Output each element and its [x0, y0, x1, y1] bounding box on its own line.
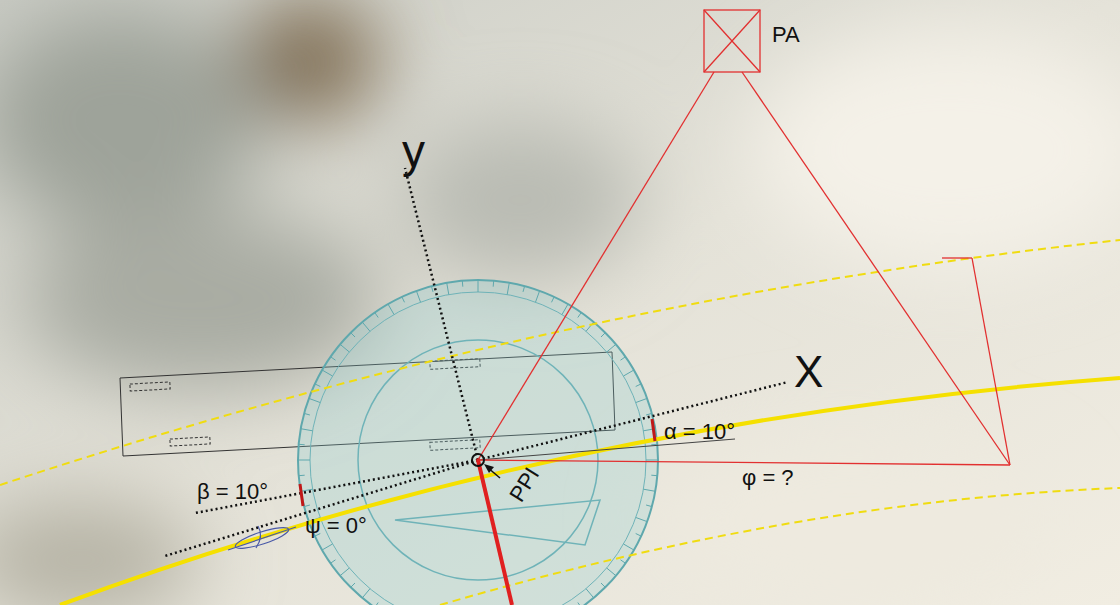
corridor-edge	[440, 488, 1120, 605]
protractor-tick	[375, 603, 378, 605]
protractor-tick	[431, 286, 433, 292]
protractor-tick	[299, 475, 305, 477]
heading-line	[478, 460, 512, 605]
protractor-tick	[388, 304, 394, 314]
angle-construction	[478, 10, 1010, 465]
protractor-tick	[586, 589, 594, 598]
protractor-tick	[636, 518, 647, 522]
protractor-tick	[304, 505, 310, 507]
protractor-tick	[578, 313, 581, 318]
protractor-tick	[646, 413, 652, 415]
protractor-tick	[402, 297, 405, 302]
axis-label: y	[402, 128, 425, 174]
protractor-tick	[607, 568, 616, 576]
protractor-tick	[607, 344, 616, 352]
protractor-tick	[651, 475, 657, 477]
protractor-tick	[624, 544, 634, 550]
protractor-tick	[331, 560, 336, 563]
protractor-tick	[351, 583, 355, 587]
protractor-tick	[646, 460, 658, 461]
protractor-tick	[523, 286, 525, 292]
protractor-tick	[636, 384, 641, 387]
protractor-tick	[646, 505, 652, 507]
protractor-tick	[507, 283, 509, 295]
angle-label: φ = ?	[742, 467, 794, 489]
pivot-point	[472, 454, 484, 466]
protractor-tick	[624, 370, 634, 376]
protractor-tick	[601, 583, 605, 587]
protractor-tick	[621, 560, 626, 563]
protractor-tick	[493, 281, 495, 287]
protractor-tick	[578, 603, 581, 605]
angle-label: α = 10°	[664, 421, 735, 443]
protractor-tick	[601, 333, 605, 337]
pointer-arrow	[484, 464, 500, 478]
track-line	[60, 378, 1120, 605]
protractor-tick	[299, 444, 305, 446]
protractor-tick	[552, 297, 555, 302]
protractor-tick	[462, 281, 464, 287]
pivot-point	[476, 458, 480, 462]
protractor	[298, 280, 658, 605]
axis-label: X	[794, 350, 823, 394]
angle-label: ψ = 0°	[305, 515, 367, 537]
protractor-tick	[636, 534, 641, 537]
protractor-tick	[375, 313, 378, 318]
protractor-tick	[322, 544, 332, 550]
protractor-tick	[309, 398, 320, 402]
protractor-tick	[416, 291, 420, 302]
protractor-tick	[301, 429, 313, 431]
angle-mark	[652, 419, 655, 441]
protractor-tick	[331, 357, 336, 360]
protractor-tick	[536, 291, 540, 302]
protractor-tick	[621, 357, 626, 360]
corridor-edge	[0, 240, 1120, 485]
protractor-tick	[304, 413, 310, 415]
protractor-tick	[340, 344, 349, 352]
angle-mark	[300, 484, 303, 506]
protractor-tick	[362, 589, 370, 598]
protractor-tick	[447, 283, 449, 295]
protractor-tick	[298, 460, 310, 461]
protractor-tick	[315, 384, 320, 387]
vessel-symbol	[228, 524, 296, 553]
protractor-tick	[478, 280, 479, 292]
axes	[165, 168, 788, 556]
point-label: PA	[772, 24, 800, 46]
protractor-tick	[340, 568, 349, 576]
angle-label: β = 10°	[197, 481, 268, 503]
protractor-tick	[351, 333, 355, 337]
protractor-tick	[636, 398, 647, 402]
protractor-tick	[322, 370, 332, 376]
protractor-tick	[362, 322, 370, 331]
protractor-tick	[643, 489, 655, 491]
